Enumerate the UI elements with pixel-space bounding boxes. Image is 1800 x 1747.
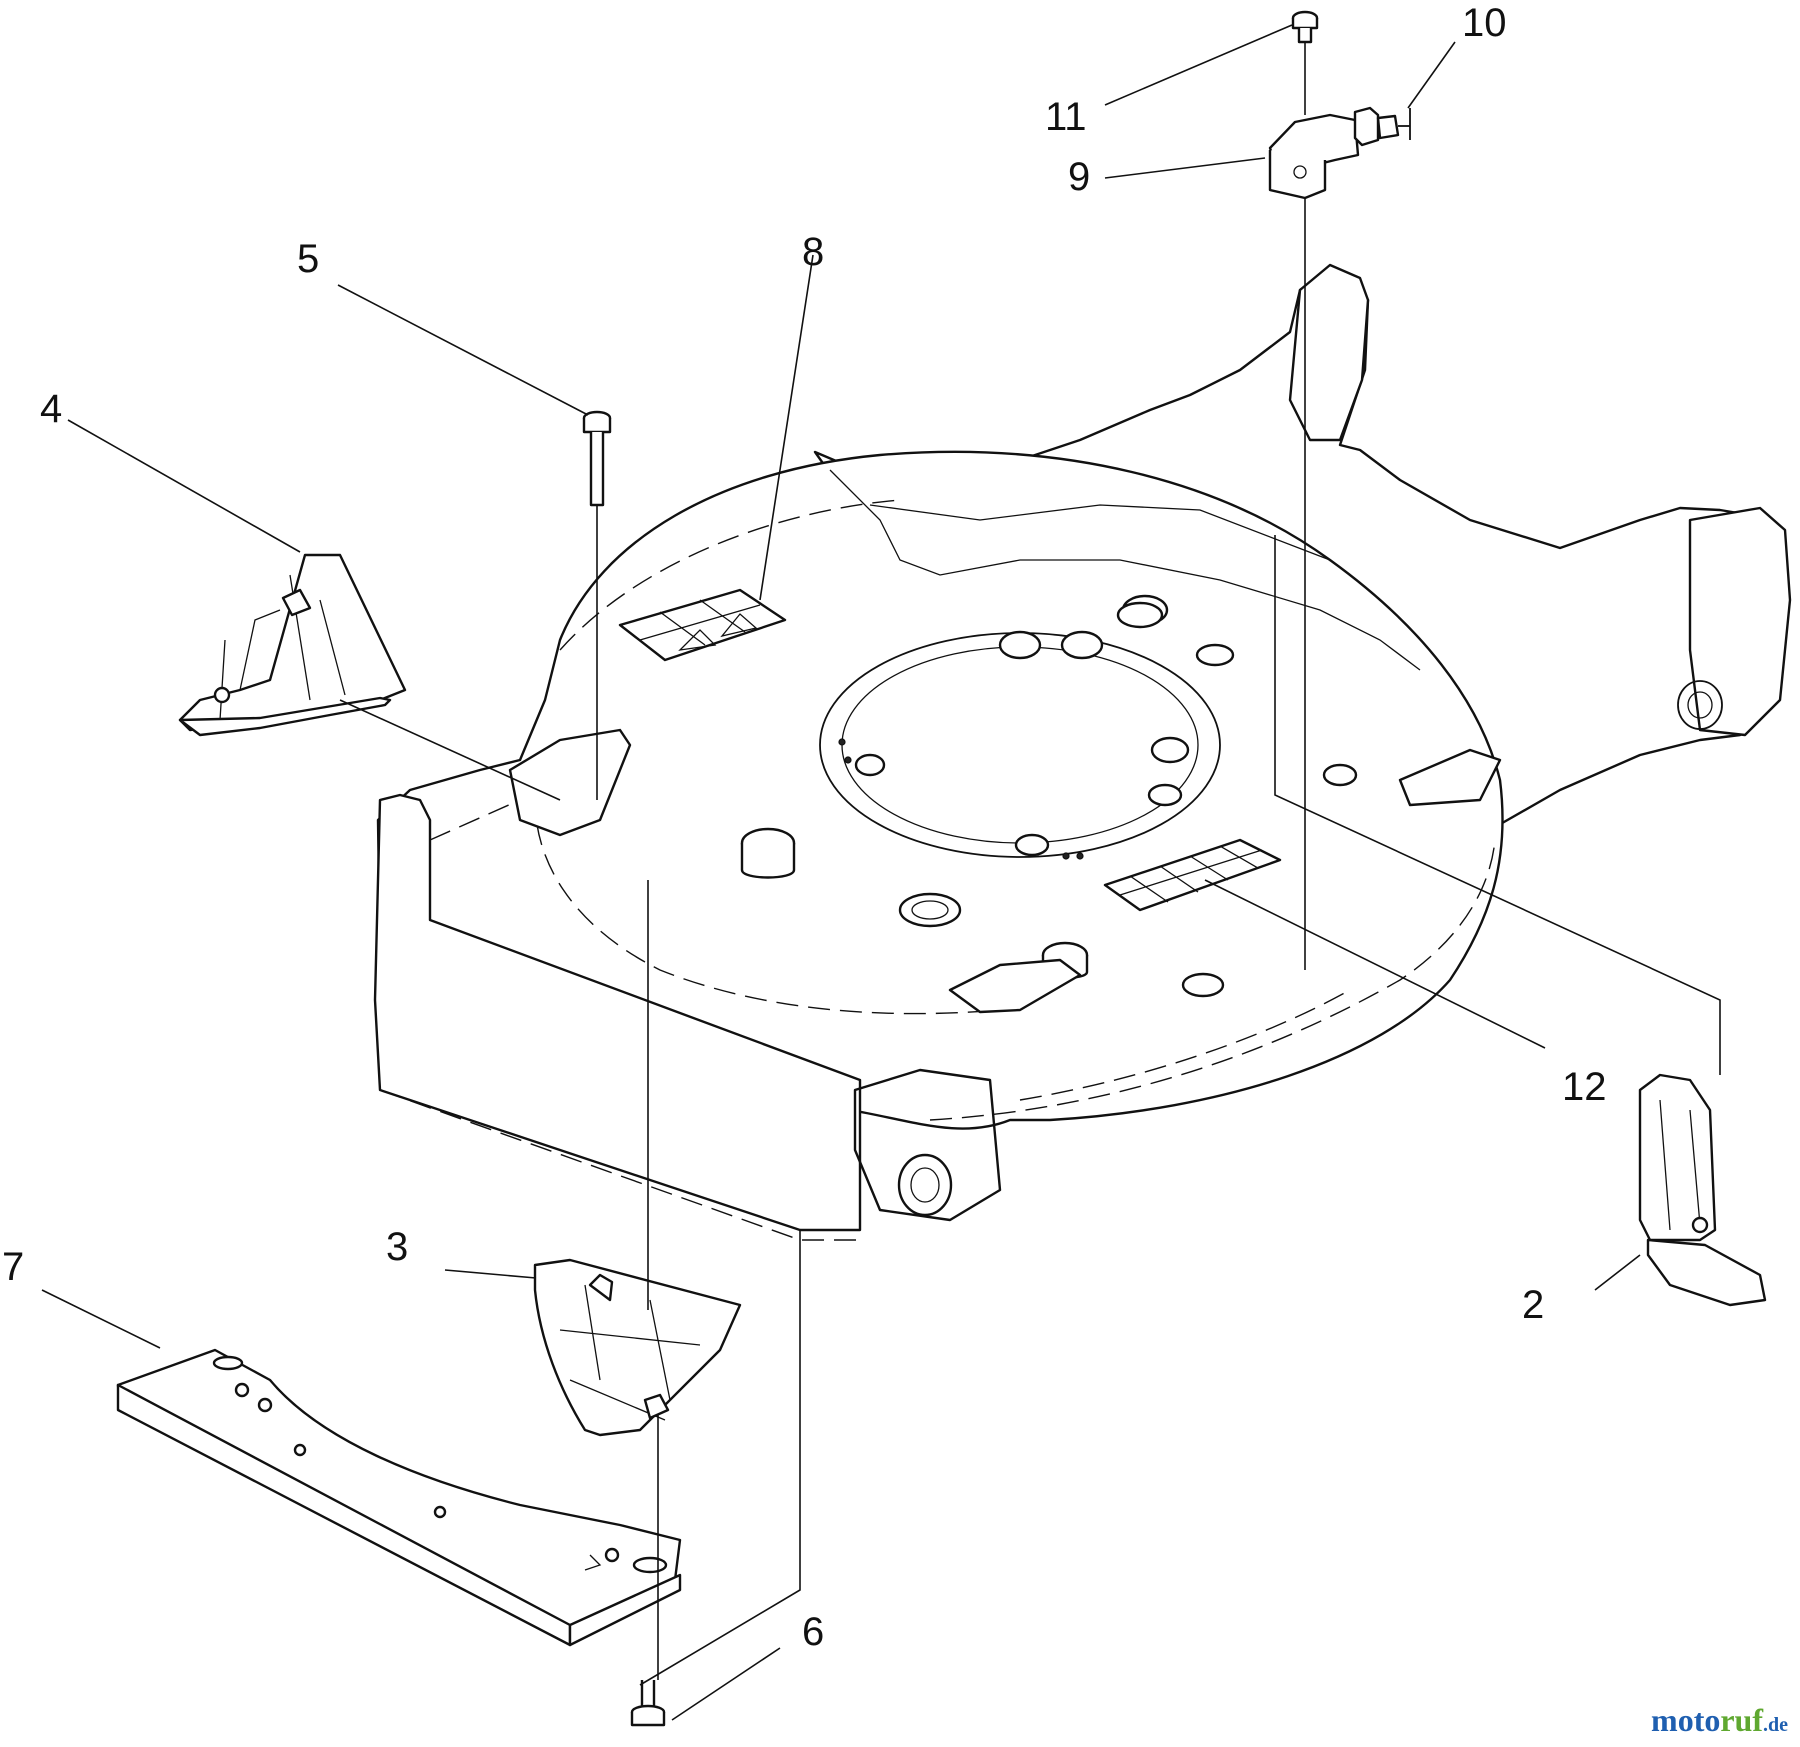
callout-labels: 2 3 4 5 6 7 8 9 10 11 12: [2, 1, 1607, 1654]
watermark-part-1: moto: [1651, 1702, 1721, 1738]
mower-deck-housing: [373, 263, 1792, 1241]
callout-leaders: [41, 24, 1641, 1721]
callout-label-6: 6: [802, 1610, 824, 1654]
watermark-part-3: .de: [1763, 1714, 1788, 1736]
part-10-pin: [1398, 108, 1411, 140]
part-3-deflector: [533, 1258, 742, 1437]
part-7-baffle-plate: [116, 1348, 682, 1647]
callout-label-4: 4: [40, 387, 62, 431]
callout-label-10: 10: [1462, 1, 1507, 45]
assembly-lines: [339, 42, 1721, 1686]
part-6-bolt: [630, 1680, 666, 1727]
callout-label-8: 8: [802, 230, 824, 274]
watermark-part-2: ruf: [1720, 1702, 1763, 1738]
decal-grid-8: [618, 588, 787, 662]
decal-grid-12: [1103, 838, 1282, 912]
callout-label-9: 9: [1068, 155, 1090, 199]
part-2-deflector: [1638, 1073, 1767, 1307]
part-5-bolt: [582, 410, 612, 507]
callout-label-2: 2: [1522, 1283, 1544, 1327]
callout-label-5: 5: [297, 237, 319, 281]
part-11-screw: [1291, 10, 1319, 44]
callout-label-11: 11: [1045, 95, 1087, 139]
part-9-elbow-fitting: [1268, 106, 1400, 200]
callout-label-7: 7: [2, 1245, 24, 1289]
callout-label-12: 12: [1562, 1065, 1607, 1109]
part-4-deflector: [178, 553, 407, 737]
motoruf-watermark: motoruf.de: [1651, 1702, 1788, 1739]
callout-label-3: 3: [386, 1225, 408, 1269]
